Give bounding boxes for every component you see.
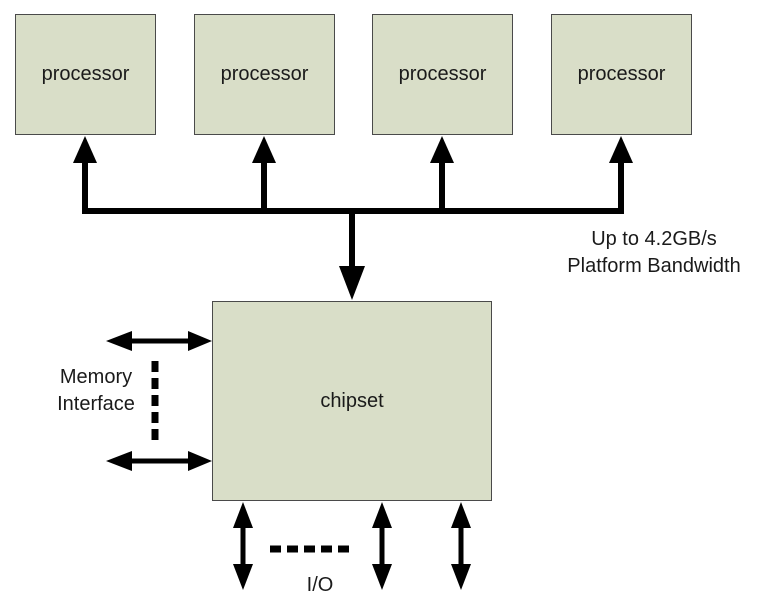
processor-box-4: processor [551,14,692,135]
arrowhead-left-icon [106,331,132,351]
memory-line-2: Interface [57,393,135,415]
arrowhead-up-icon [430,136,454,163]
arrowhead-up-icon [451,502,471,528]
arrowhead-left-icon [106,451,132,471]
arrowhead-up-icon [252,136,276,163]
processor-box-3: processor [372,14,513,135]
processor-box-1: processor [15,14,156,135]
io-label: I/O [306,574,334,596]
arrowhead-down-icon [451,564,471,590]
arrowhead-right-icon [188,331,212,351]
processor-label: processor [577,63,666,85]
processor-box-2: processor [194,14,335,135]
bandwidth-line-1: Up to 4.2GB/s [591,228,717,250]
processor-label: processor [220,63,309,85]
arrowhead-up-icon [233,502,253,528]
processor-label: processor [41,63,130,85]
arrowhead-down-icon [339,266,365,300]
memory-line-1: Memory [59,366,133,388]
arrowhead-up-icon [609,136,633,163]
memory-interface-label: Memory Interface [44,364,148,418]
chipset-label: chipset [320,389,384,412]
arrowhead-down-icon [233,564,253,590]
arrowhead-up-icon [372,502,392,528]
arrowhead-up-icon [73,136,97,163]
chipset-box: chipset [212,301,492,501]
bandwidth-line-2: Platform Bandwidth [567,255,741,277]
arrowhead-down-icon [372,564,392,590]
bandwidth-label: Up to 4.2GB/s Platform Bandwidth [554,226,754,280]
arrowhead-right-icon [188,451,212,471]
processor-label: processor [398,63,487,85]
